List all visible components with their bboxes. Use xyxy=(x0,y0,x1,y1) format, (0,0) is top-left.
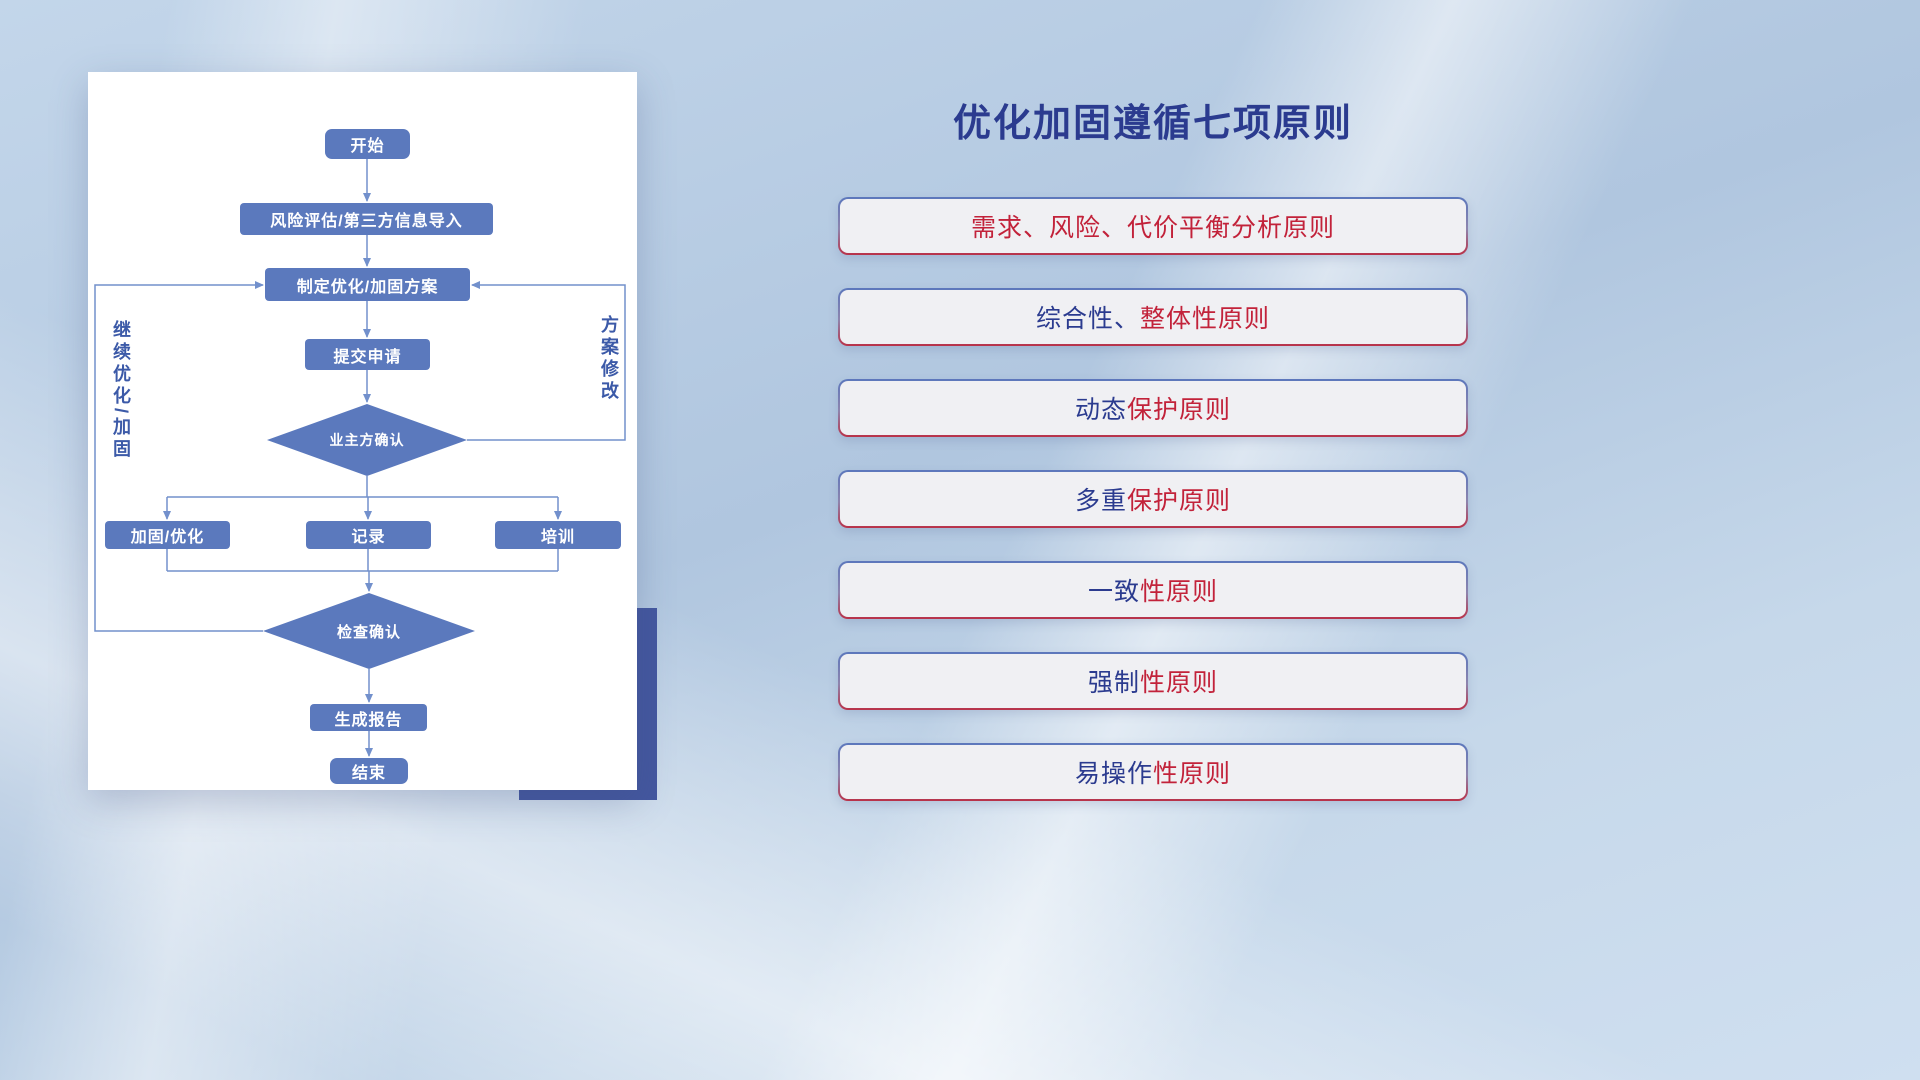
principle-item-4: 多重保护原则 xyxy=(838,470,1468,528)
principle-item-3: 动态保护原则 xyxy=(838,379,1468,437)
principle-text-red: 性原则 xyxy=(1140,669,1219,697)
flow-node-risk-assessment: 风险评估/第三方信息导入 xyxy=(240,203,493,235)
principle-text-blue: 动态 xyxy=(1074,396,1127,424)
principle-item-1: 需求、风险、代价平衡分析原则 xyxy=(838,197,1468,255)
flow-node-start: 开始 xyxy=(325,129,410,159)
principle-text: 需求、风险、代价平衡分析原则 xyxy=(840,199,1466,253)
flow-node-record: 记录 xyxy=(306,521,431,549)
principle-text-blue: 易操作 xyxy=(1074,760,1153,788)
flow-node-training: 培训 xyxy=(495,521,621,549)
principle-text-red: 需求、风险、代价平衡分析原则 xyxy=(970,214,1335,242)
label-plan-revision: 方案修改 xyxy=(599,315,619,403)
principle-item-2: 综合性、整体性原则 xyxy=(838,288,1468,346)
flow-node-make-plan: 制定优化/加固方案 xyxy=(265,268,470,301)
principle-item-5: 一致性原则 xyxy=(838,561,1468,619)
principle-text-blue: 多重 xyxy=(1074,487,1127,515)
principles-panel: 需求、风险、代价平衡分析原则 综合性、整体性原则 动态保护原则 多重保护原则 一… xyxy=(838,197,1468,801)
principle-text: 多重保护原则 xyxy=(840,472,1466,526)
principle-item-6: 强制性原则 xyxy=(838,652,1468,710)
principle-text: 一致性原则 xyxy=(840,563,1466,617)
principle-text-red: 性原则 xyxy=(1153,760,1232,788)
flow-node-reinforce-optimize: 加固/优化 xyxy=(105,521,230,549)
flowchart-card: 开始 风险评估/第三方信息导入 制定优化/加固方案 提交申请 业主方确认 加固/… xyxy=(88,72,637,790)
principle-text-red: 整体性原则 xyxy=(1140,305,1271,333)
label-continue-loop: 继续优化/加固 xyxy=(111,320,131,462)
principle-text-red: 保护原则 xyxy=(1127,487,1232,515)
principle-item-7: 易操作性原则 xyxy=(838,743,1468,801)
principle-text-blue: 综合性、 xyxy=(1035,305,1140,333)
principle-text: 易操作性原则 xyxy=(840,745,1466,799)
principle-text: 综合性、整体性原则 xyxy=(840,290,1466,344)
principle-text: 强制性原则 xyxy=(840,654,1466,708)
principle-text-red: 保护原则 xyxy=(1127,396,1232,424)
flow-node-generate-report: 生成报告 xyxy=(310,704,427,731)
principle-text-blue: 强制 xyxy=(1087,669,1140,697)
flow-node-submit-request: 提交申请 xyxy=(305,339,430,370)
principle-text-red: 性原则 xyxy=(1140,578,1219,606)
flowchart-connectors xyxy=(94,159,626,757)
panel-title: 优化加固遵循七项原则 xyxy=(952,103,1353,145)
principle-text-blue: 一致 xyxy=(1087,578,1140,606)
principle-text: 动态保护原则 xyxy=(840,381,1466,435)
flow-node-end: 结束 xyxy=(330,758,408,784)
